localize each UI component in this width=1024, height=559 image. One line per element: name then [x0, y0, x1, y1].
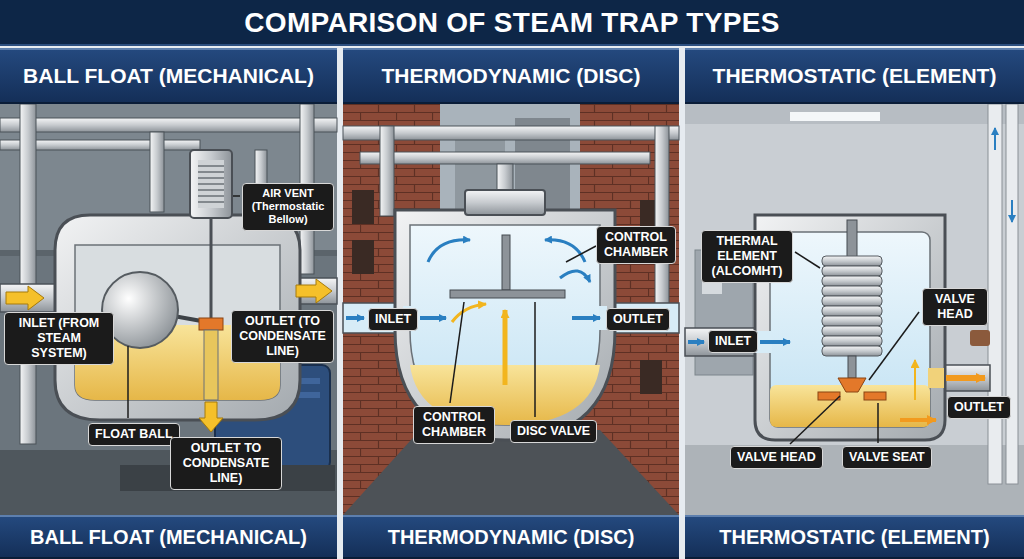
- callout-text: OUTLET: [954, 400, 1004, 415]
- callout-label: OUTLET TO CONDENSATE LINE): [170, 437, 282, 490]
- callout-label: FLOAT BALL: [88, 423, 180, 446]
- callout-text: INLET: [375, 312, 411, 327]
- callout-label: CONTROL CHAMBER: [596, 226, 676, 264]
- callout-text: DISC VALVE: [517, 424, 590, 439]
- callout-text: OUTLET: [613, 312, 663, 327]
- callout-text: THERMAL ELEMENT (ALCOMHT): [708, 234, 786, 279]
- callout-label: THERMAL ELEMENT (ALCOMHT): [701, 230, 793, 283]
- panel-heading: THERMOSTATIC (ELEMENT): [685, 48, 1024, 104]
- callout-label: INLET (FROM STEAM SYSTEM): [4, 312, 114, 365]
- trap-panel: THERMOSTATIC (ELEMENT) THERMOSTATIC (ELEM…: [685, 48, 1024, 559]
- callout-label: INLET: [708, 330, 758, 353]
- panel-heading: THERMOSTATIC (ELEMENT): [685, 515, 1024, 559]
- panel-heading: THERMODYNAMIC (DISC): [343, 515, 679, 559]
- panel-heading: BALL FLOAT (MECHANICAL): [0, 515, 337, 559]
- callout-label: DISC VALVE: [510, 420, 597, 443]
- title-text: COMPARISON OF STEAM TRAP TYPES: [244, 7, 779, 39]
- callout-text: VALVE HEAD: [737, 450, 816, 465]
- callout-text: VALVE SEAT: [849, 450, 925, 465]
- callout-text: OUTLET TO CONDENSATE LINE): [177, 441, 275, 486]
- panel-heading: THERMODYNAMIC (DISC): [343, 48, 679, 104]
- callout-text: VALVE HEAD: [929, 292, 981, 322]
- callout-text: CONTROL CHAMBER: [420, 410, 488, 440]
- ball-float-scene: [0, 104, 337, 515]
- callout-label: OUTLET (TO CONDENSATE LINE): [231, 310, 334, 363]
- callout-label: VALVE SEAT: [842, 446, 932, 469]
- thermostatic-scene: [685, 104, 1024, 515]
- thermodynamic-scene: [343, 104, 679, 515]
- callout-text: INLET: [715, 334, 751, 349]
- callout-label: CONTROL CHAMBER: [413, 406, 495, 444]
- callout-text: OUTLET (TO CONDENSATE LINE): [238, 314, 327, 359]
- trap-panel: THERMODYNAMIC (DISC) THERMODYNAMIC (DISC)…: [343, 48, 679, 559]
- callout-label: OUTLET: [947, 396, 1011, 419]
- callout-label: VALVE HEAD: [730, 446, 823, 469]
- callout-label: VALVE HEAD: [922, 288, 988, 326]
- panel-heading: BALL FLOAT (MECHANICAL): [0, 48, 337, 104]
- callout-label: INLET: [368, 308, 418, 331]
- callout-text: CONTROL CHAMBER: [603, 230, 669, 260]
- callout-text: AIR VENT (Thermostatic Bellow): [249, 187, 327, 227]
- callout-text: FLOAT BALL: [95, 427, 173, 442]
- callout-label: OUTLET: [606, 308, 670, 331]
- callout-label: AIR VENT (Thermostatic Bellow): [242, 183, 334, 231]
- title-bar: COMPARISON OF STEAM TRAP TYPES: [0, 0, 1024, 46]
- trap-panel: BALL FLOAT (MECHANICAL) BALL FLOAT (MECHA…: [0, 48, 337, 559]
- callout-text: INLET (FROM STEAM SYSTEM): [11, 316, 107, 361]
